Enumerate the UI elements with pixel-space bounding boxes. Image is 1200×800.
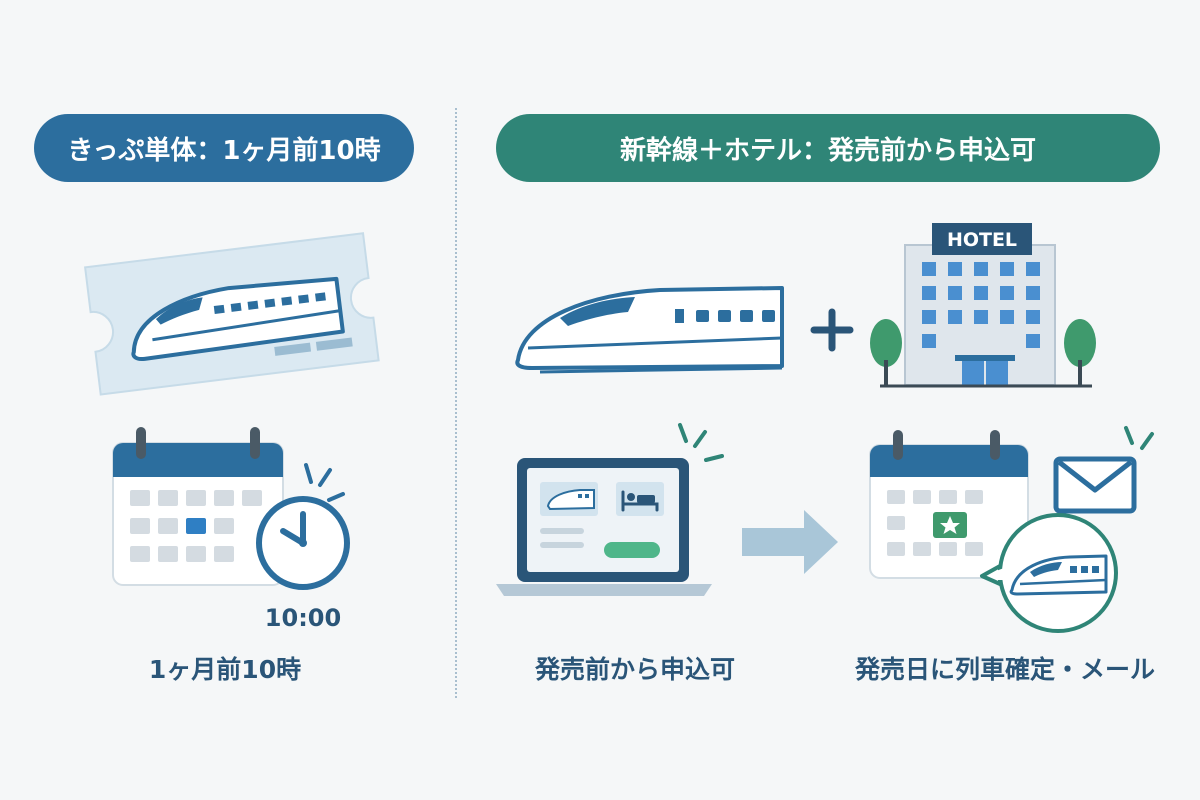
right-header-pill: 新幹線＋ホテル：発売前から申込可	[496, 114, 1160, 182]
hotel-building-icon	[880, 244, 1092, 388]
panel-divider	[455, 108, 457, 698]
tree-right-icon	[1064, 319, 1096, 386]
tree-left-icon	[870, 319, 902, 386]
hotel-sign-text: HOTEL	[947, 229, 1017, 251]
alarm-lines-icon	[304, 463, 345, 502]
clock-time-label: 10:00	[265, 604, 341, 632]
left-header-pill: きっぷ単体：1ヶ月前10時	[34, 114, 414, 182]
calendar-icon	[112, 427, 284, 586]
plus-icon	[810, 308, 854, 352]
ticket-train-icon	[131, 276, 345, 362]
apply-caption: 発売前から申込可	[534, 655, 735, 684]
laptop-icon	[496, 458, 712, 596]
laptop-notify-lines-icon	[678, 423, 724, 462]
confirm-calendar-icon	[869, 430, 1029, 579]
hotel-sign: HOTEL	[932, 223, 1032, 255]
mail-icon	[1053, 456, 1137, 514]
left-caption: 1ヶ月前10時	[148, 655, 302, 684]
bubble-train-icon	[1009, 554, 1108, 596]
left-header-text: きっぷ単体：1ヶ月前10時	[67, 135, 381, 166]
right-header-text: 新幹線＋ホテル：発売前から申込可	[619, 135, 1036, 166]
arrow-right-icon	[742, 510, 838, 574]
mail-notify-lines-icon	[1124, 426, 1154, 450]
confirm-caption: 発売日に列車確定・メール	[854, 655, 1155, 684]
clock-icon	[256, 496, 350, 590]
shinkansen-train-icon	[515, 286, 784, 374]
